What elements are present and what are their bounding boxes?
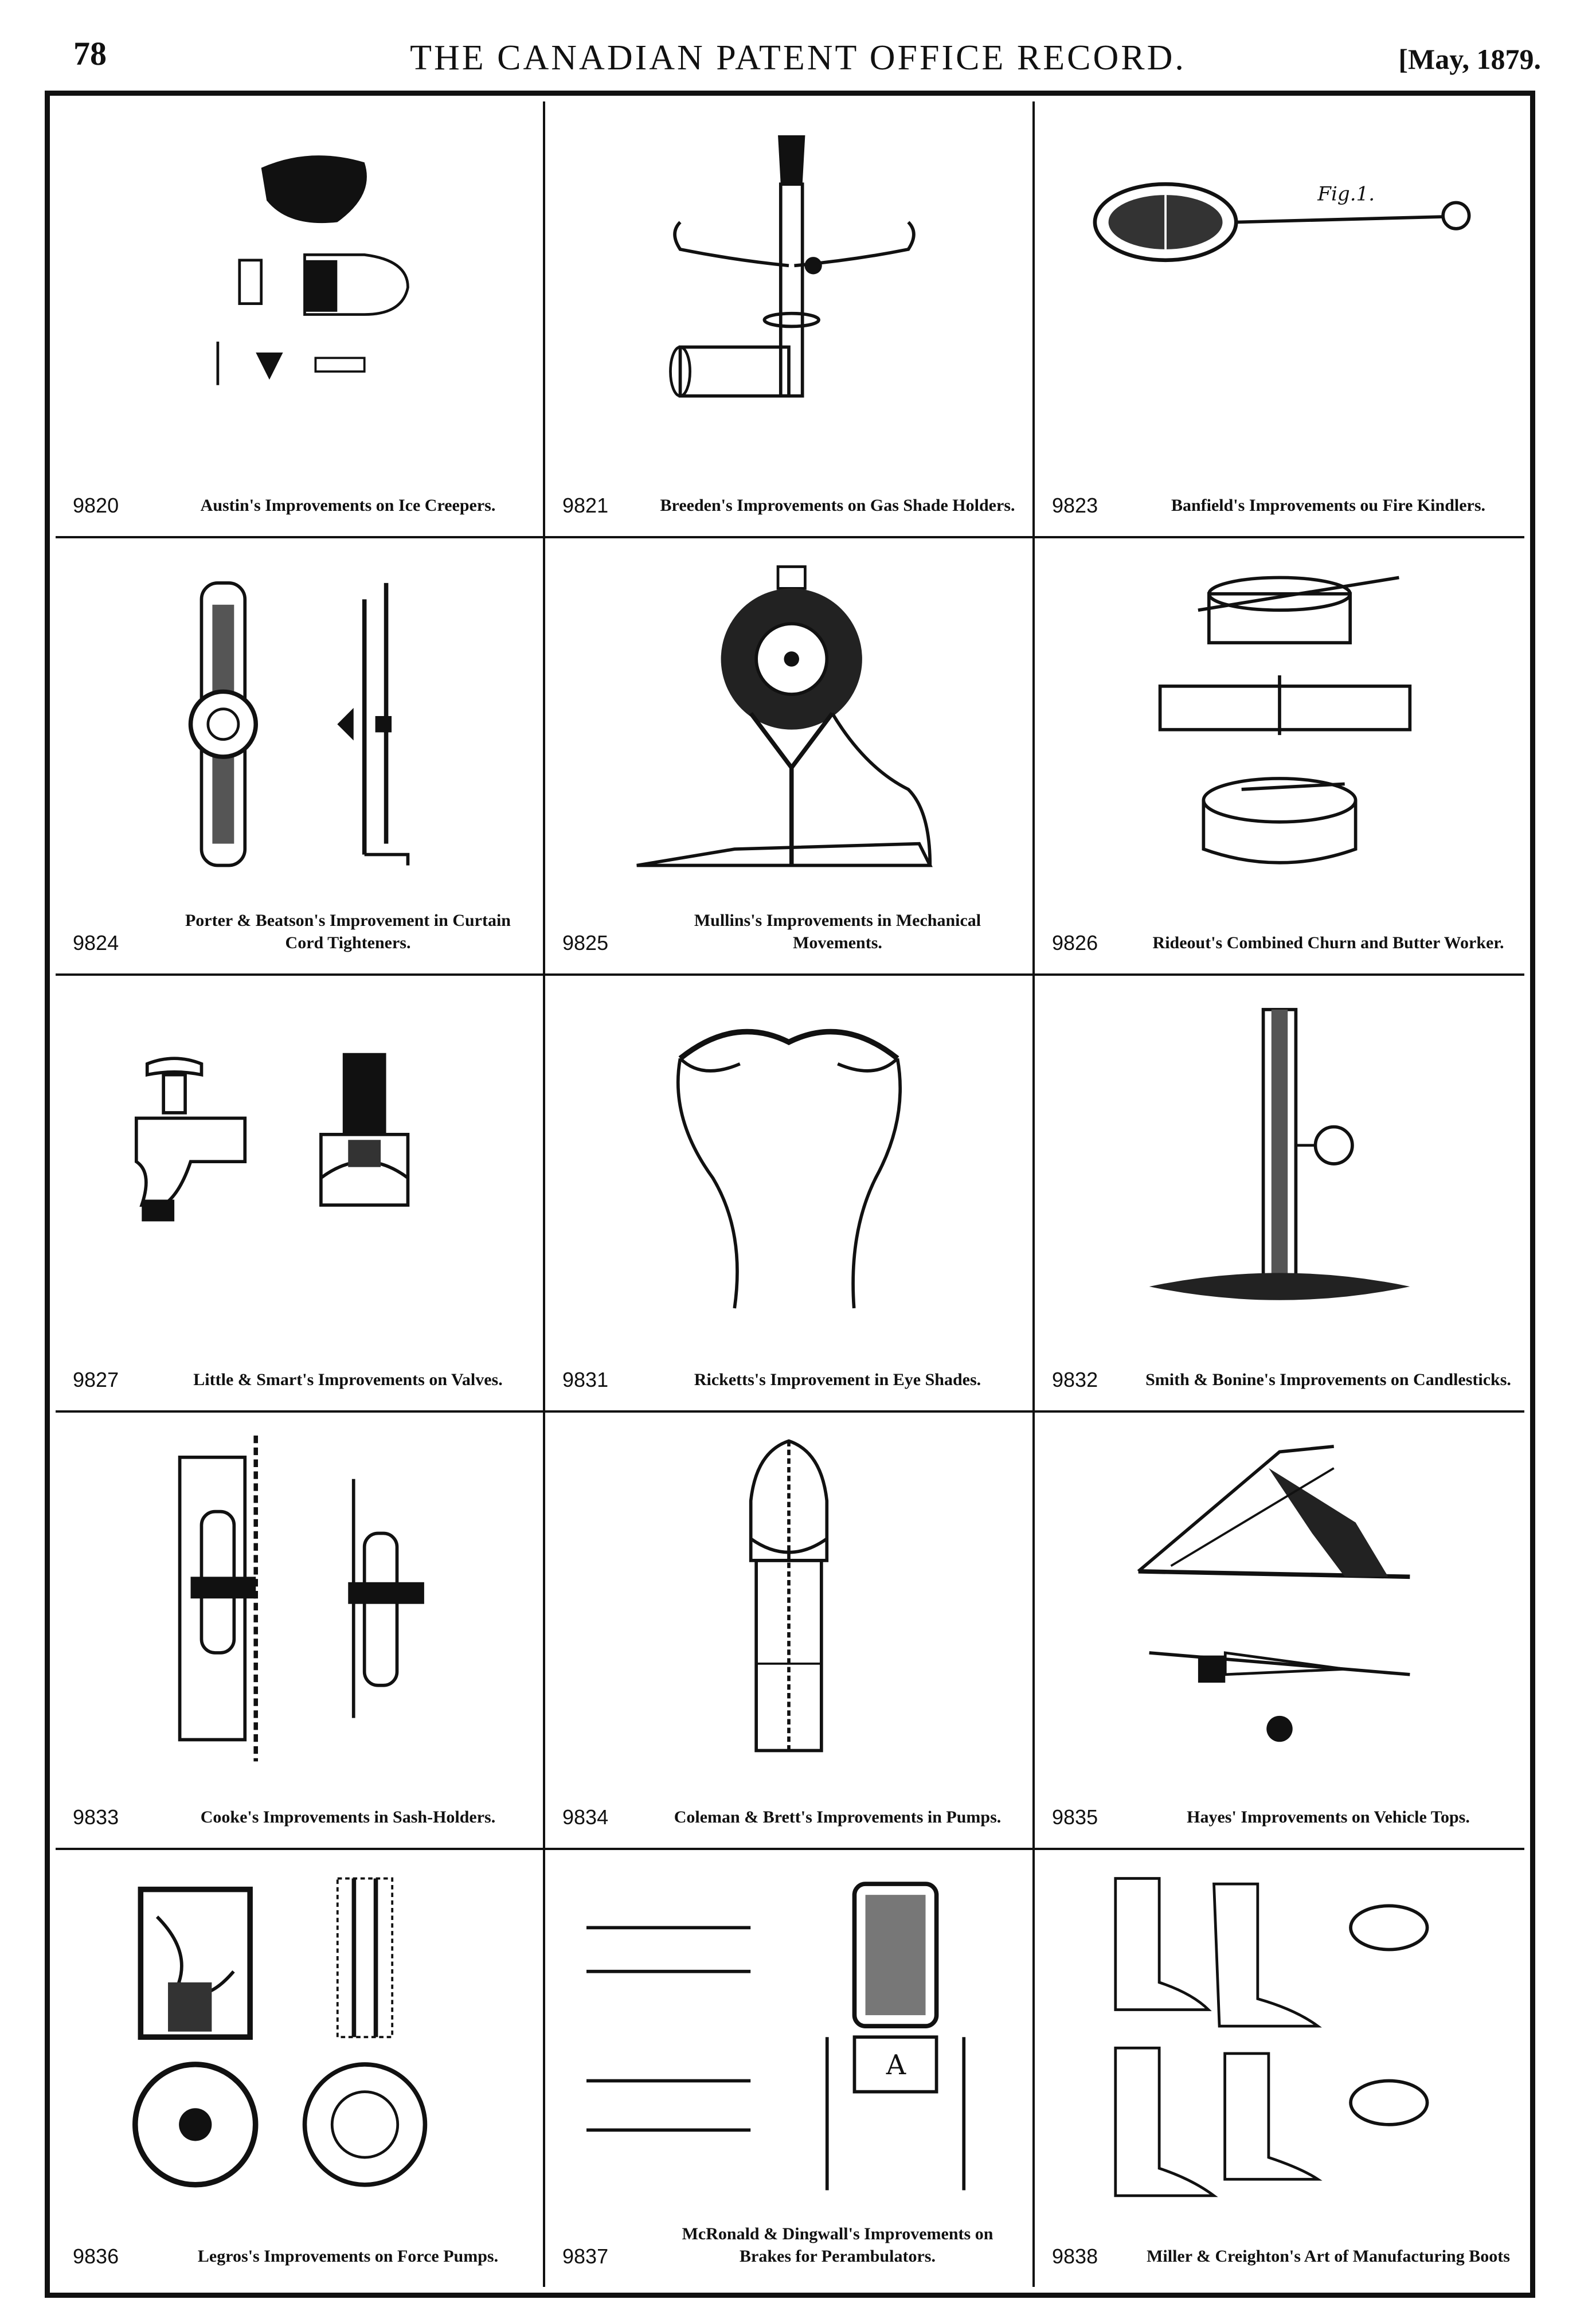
- patent-title: Rideout's Combined Churn and Butter Work…: [1152, 933, 1504, 952]
- patent-number: 9834: [562, 1805, 609, 1829]
- force-pump-drawing: [79, 1873, 520, 2201]
- page-header: 78 THE CANADIAN PATENT OFFICE RECORD. [M…: [0, 34, 1596, 97]
- churn-drawing: [1058, 561, 1501, 887]
- patent-cell: 9826 Rideout's Combined Churn and Butter…: [1035, 538, 1524, 976]
- journal-title: THE CANADIAN PATENT OFFICE RECORD.: [410, 38, 1186, 77]
- patent-title: McRonald & Dingwall's Improvements on Br…: [682, 2224, 993, 2266]
- patent-title: Breeden's Improvements on Gas Shade Hold…: [660, 496, 1015, 515]
- patent-number: 9835: [1052, 1805, 1098, 1829]
- patent-title: Mullins's Improvements in Mechanical Mov…: [694, 910, 981, 952]
- patent-cell: 9832 Smith & Bonine's Improvements on Ca…: [1035, 976, 1524, 1413]
- perambulator-brake-drawing: A: [568, 1873, 1010, 2201]
- sash-holder-drawing: [79, 1436, 520, 1762]
- gas-shade-holder-drawing: [568, 124, 1010, 450]
- patent-title: Cooke's Improvements in Sash-Holders.: [200, 1807, 496, 1827]
- patent-number: 9824: [73, 930, 119, 955]
- patent-cell: 9833 Cooke's Improvements in Sash-Holder…: [56, 1413, 545, 1850]
- patent-title: Banfield's Improvements ou Fire Kindlers…: [1171, 496, 1486, 515]
- patent-grid: 9820 Austin's Improvements on Ice Creepe…: [56, 101, 1524, 2287]
- patent-number: 9825: [562, 930, 609, 955]
- mechanical-movement-drawing: [568, 561, 1010, 887]
- patent-cell: 9827 Little & Smart's Improvements on Va…: [56, 975, 545, 1413]
- patent-title: Porter & Beatson's Improvement in Curtai…: [185, 910, 511, 952]
- cord-tightener-drawing: [79, 561, 520, 887]
- patent-cell: 9838 Miller & Creighton's Art of Manufac…: [1035, 1850, 1524, 2287]
- patent-title: Ricketts's Improvement in Eye Shades.: [694, 1370, 981, 1390]
- patent-number: 9826: [1052, 930, 1098, 955]
- patent-title: Smith & Bonine's Improvements on Candles…: [1145, 1370, 1511, 1390]
- patent-title: Coleman & Brett's Improvements in Pumps.: [674, 1807, 1002, 1827]
- patent-number: 9831: [562, 1368, 609, 1392]
- patent-title: Austin's Improvements on Ice Creepers.: [200, 496, 496, 515]
- patent-cell: 9831 Ricketts's Improvement in Eye Shade…: [545, 975, 1035, 1413]
- issue-date: [May, 1879.: [1398, 43, 1541, 75]
- patent-number: 9827: [73, 1368, 119, 1392]
- patent-cell: 9836 Legros's Improvements on Force Pump…: [56, 1849, 545, 2287]
- patent-title: Miller & Creighton's Art of Manufacturin…: [1147, 2247, 1510, 2266]
- valve-drawing: [79, 999, 520, 1324]
- vehicle-top-drawing: [1058, 1436, 1501, 1761]
- page-number: 78: [73, 35, 107, 72]
- patent-cell: 9825 Mullins's Improvements in Mechanica…: [545, 538, 1035, 976]
- patent-cell: 9835 Hayes' Improvements on Vehicle Tops…: [1035, 1413, 1524, 1850]
- candlestick-drawing: [1058, 999, 1501, 1324]
- fire-kindler-drawing: Fig.1.: [1058, 124, 1501, 450]
- patent-plate-frame: 9820 Austin's Improvements on Ice Creepe…: [45, 91, 1535, 2298]
- patent-number: 9821: [562, 494, 609, 518]
- patent-title: Little & Smart's Improvements on Valves.: [193, 1370, 503, 1390]
- patent-cell: 9834 Coleman & Brett's Improvements in P…: [545, 1413, 1035, 1850]
- patent-cell: 9821 Breeden's Improvements on Gas Shade…: [545, 101, 1035, 539]
- patent-title: Legros's Improvements on Force Pumps.: [197, 2247, 499, 2266]
- patent-title: Hayes' Improvements on Vehicle Tops.: [1187, 1807, 1470, 1827]
- svg-text:A: A: [886, 2050, 906, 2081]
- patent-number: 9832: [1052, 1368, 1098, 1392]
- patent-cell: Fig.1. 9823 Banfield's Improvements ou F…: [1035, 101, 1524, 539]
- patent-cell: 9820 Austin's Improvements on Ice Creepe…: [56, 101, 545, 539]
- patent-number: 9833: [73, 1805, 119, 1829]
- boot-pattern-drawing: [1058, 1873, 1501, 2201]
- eye-shade-drawing: [568, 999, 1010, 1324]
- patent-number: 9838: [1052, 2244, 1098, 2268]
- patent-number: 9837: [562, 2244, 609, 2268]
- patent-cell: 9824 Porter & Beatson's Improvement in C…: [56, 538, 545, 976]
- patent-number: 9823: [1052, 494, 1098, 518]
- patent-number: 9836: [73, 2244, 119, 2268]
- patent-cell: A 9837 McRonald & Dingwall's Improvement…: [545, 1849, 1035, 2287]
- patent-number: 9820: [73, 494, 119, 518]
- pump-drawing: [568, 1436, 1010, 1761]
- svg-text:Fig.1.: Fig.1.: [1317, 183, 1375, 206]
- ice-creeper-drawing: [79, 124, 520, 450]
